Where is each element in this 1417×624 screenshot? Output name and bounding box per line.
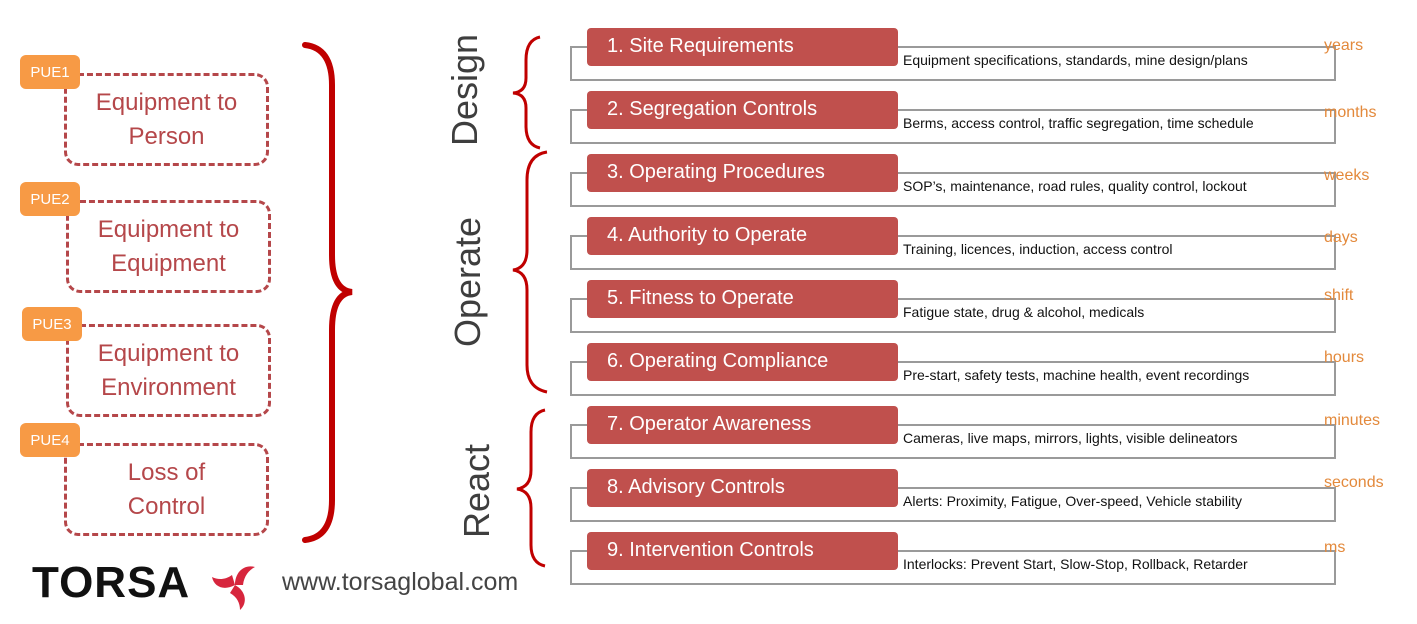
row-timescale: days [1324,229,1358,246]
website-url[interactable]: www.torsaglobal.com [282,568,519,596]
phase-design: Design [444,33,485,147]
row-timescale: minutes [1324,412,1381,429]
pue-box-3: Equipment to Environment [66,324,271,417]
big-brace [302,42,353,543]
row-frame [570,46,1336,81]
row-title: 6. Operating Compliance [587,343,898,381]
row-description: Cameras, live maps, mirrors, lights, vis… [903,430,1238,446]
row-description: Interlocks: Prevent Start, Slow-Stop, Ro… [903,556,1248,572]
row-frame [570,109,1336,144]
row-description: Fatigue state, drug & alcohol, medicals [903,304,1145,320]
operate-brace [512,150,548,394]
design-brace [512,35,541,150]
row-timescale: shift [1324,287,1354,304]
pue-box-4: Loss of Control [64,443,269,536]
row-frame [570,424,1336,459]
row-timescale: months [1324,104,1377,121]
pue-label-line1: Loss of [127,458,206,486]
pue-label-line2: Control [127,492,206,520]
row-title: 9. Intervention Controls [587,532,898,570]
pue-label-line1: Equipment to [97,215,240,243]
torsa-logo-text: TORSA [32,558,191,607]
row-title: 5. Fitness to Operate [587,280,898,318]
row-title: 3. Operating Procedures [587,154,898,192]
pue-box-2: Equipment to Equipment [66,200,271,293]
row-top-line [570,235,1336,237]
pue-tag-4: PUE4 [20,423,80,457]
row-frame [570,298,1336,333]
row-title: 4. Authority to Operate [587,217,898,255]
row-description: Alerts: Proximity, Fatigue, Over-speed, … [903,493,1242,509]
row-description: Pre-start, safety tests, machine health,… [903,367,1250,383]
pue-tag-1: PUE1 [20,55,80,89]
pue-tag-3: PUE3 [22,307,82,341]
row-title: 2. Segregation Controls [587,91,898,129]
pue-label-line1: Equipment to [95,88,238,116]
row-top-line [570,46,1336,48]
row-timescale: weeks [1324,167,1370,184]
row-timescale: seconds [1324,474,1384,491]
row-title: 7. Operator Awareness [587,406,898,444]
row-top-line [570,298,1336,300]
row-top-line [570,424,1336,426]
row-frame [570,550,1336,585]
row-title: 1. Site Requirements [587,28,898,66]
react-brace [516,408,546,568]
row-description: Equipment specifications, standards, min… [903,52,1248,68]
row-description: Berms, access control, traffic segregati… [903,115,1254,131]
row-title: 8. Advisory Controls [587,469,898,507]
row-frame [570,172,1336,207]
pue-label-line2: Environment [101,373,236,401]
row-top-line [570,172,1336,174]
row-top-line [570,550,1336,552]
row-top-line [570,361,1336,363]
pue-label-line1: Equipment to [97,339,240,367]
row-top-line [570,487,1336,489]
row-timescale: ms [1324,539,1346,556]
torsa-logo-icon [212,566,255,610]
row-description: Training, licences, induction, access co… [903,241,1173,257]
pue-label-line2: Equipment [111,249,226,277]
row-frame [570,361,1336,396]
row-timescale: years [1324,37,1364,54]
row-description: SOP’s, maintenance, road rules, quality … [903,178,1247,194]
phase-react: React [456,443,497,539]
pue-box-1: Equipment to Person [64,73,269,166]
pue-tag-2: PUE2 [20,182,80,216]
row-timescale: hours [1324,349,1365,366]
pue-label-line2: Person [128,122,205,150]
phase-operate: Operate [447,216,488,348]
row-frame [570,235,1336,270]
row-frame [570,487,1336,522]
row-top-line [570,109,1336,111]
